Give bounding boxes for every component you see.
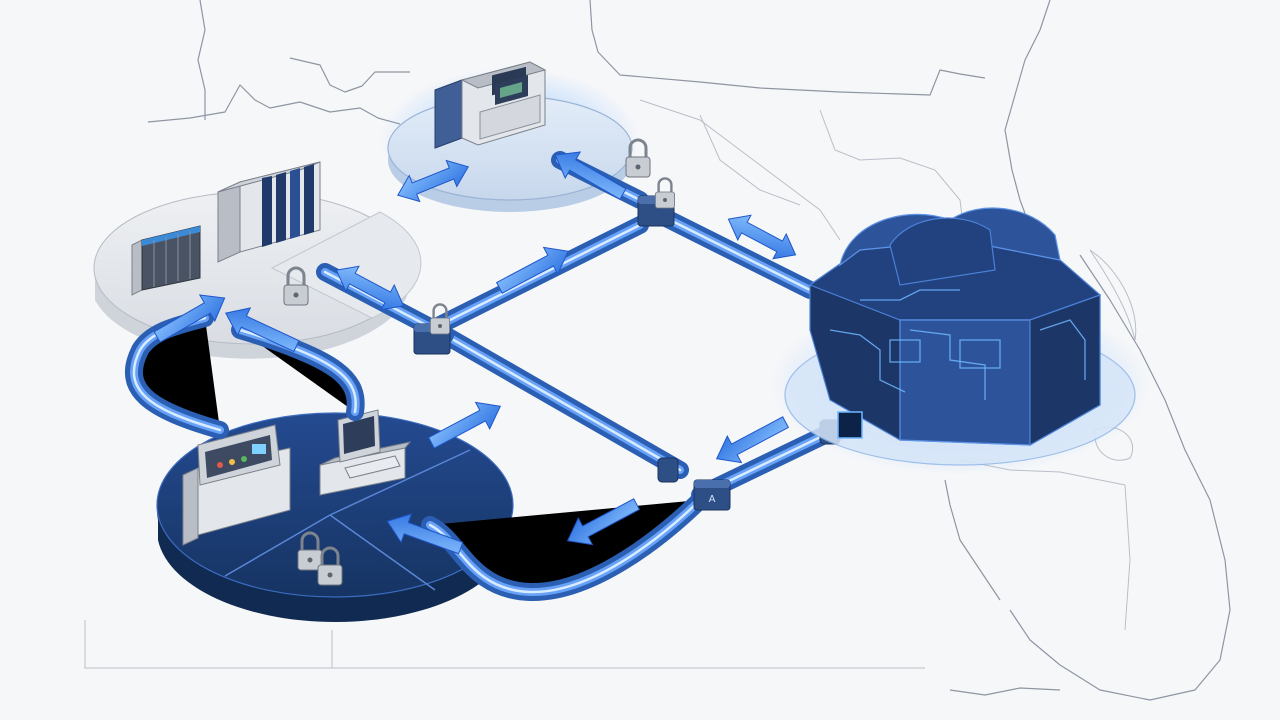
padlock-icon <box>654 177 676 210</box>
pipe-network <box>133 160 835 593</box>
pipe-coupling <box>657 457 679 483</box>
workstation-icon <box>319 409 412 496</box>
plc-module-icon <box>131 225 201 296</box>
plc-cabinet-icon <box>217 161 321 263</box>
svg-text:A: A <box>709 494 716 505</box>
secure-data-center[interactable] <box>784 207 1136 466</box>
padlock-icon <box>429 303 451 336</box>
pipe-junction[interactable]: A <box>693 479 731 511</box>
background-map <box>84 0 1231 701</box>
control-console-icon <box>182 424 291 546</box>
control-room-hub[interactable] <box>156 409 514 622</box>
